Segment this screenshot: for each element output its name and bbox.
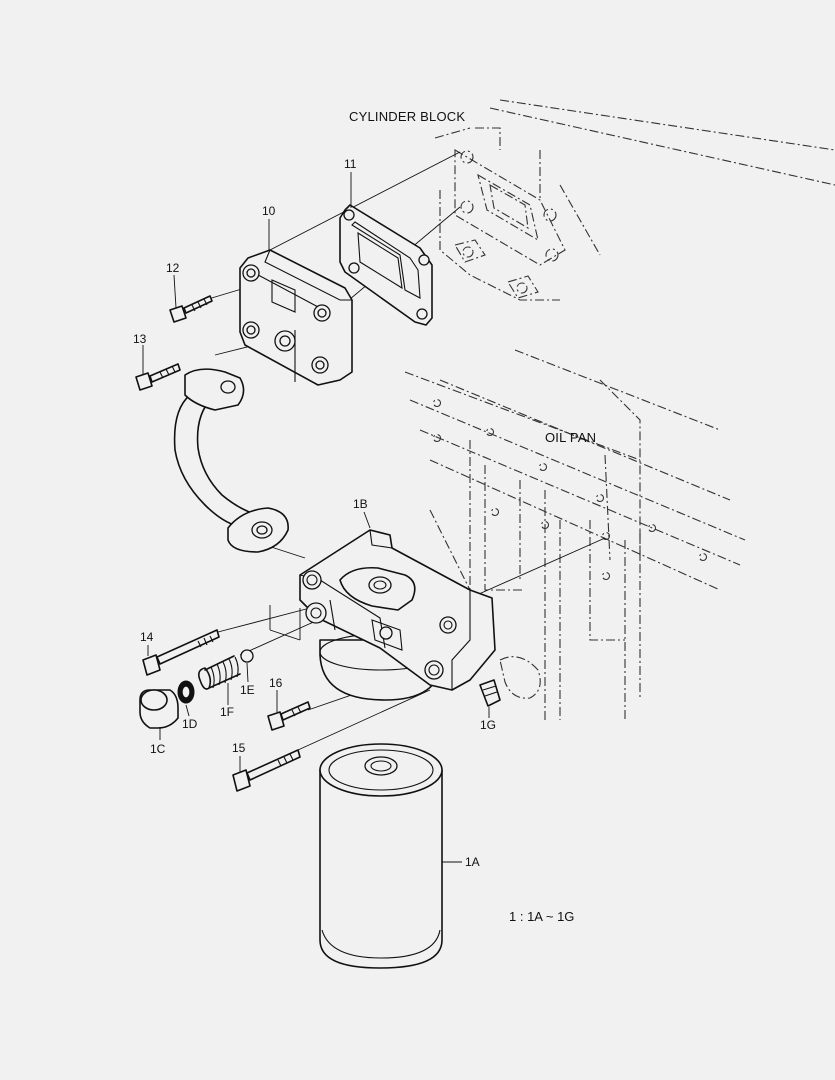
cylinder-block-label: CYLINDER BLOCK (349, 109, 465, 124)
bolt-part-12 (169, 295, 213, 323)
callout-10: 10 (262, 204, 276, 218)
callout-1F: 1F (220, 705, 234, 719)
cylinder-block-outline (434, 99, 835, 301)
filter-cartridge-part-1A (319, 743, 443, 969)
oil-pan-outline (404, 349, 746, 720)
callout-1C: 1C (150, 742, 166, 756)
callout-15: 15 (232, 741, 246, 755)
callout-1D: 1D (182, 717, 198, 731)
callout-12: 12 (166, 261, 180, 275)
callout-14: 14 (140, 630, 154, 644)
text-labels: CYLINDER BLOCK OIL PAN 1 : 1A ~ 1G 11 10… (133, 109, 596, 924)
bolt-part-16 (267, 701, 311, 731)
washer-part-1D (177, 680, 195, 704)
bolt-part-15 (232, 749, 301, 792)
assembly-note: 1 : 1A ~ 1G (509, 909, 574, 924)
callout-1E: 1E (240, 683, 255, 697)
callout-leaders (142, 172, 490, 863)
callout-1G: 1G (480, 718, 496, 732)
oil-pipe (173, 368, 289, 553)
ball-part-1E (240, 649, 254, 663)
spring-part-1F (198, 655, 241, 690)
callout-1B: 1B (353, 497, 368, 511)
callout-16: 16 (269, 676, 283, 690)
adapter-block-part-10 (239, 249, 353, 386)
gasket-part-11 (339, 204, 433, 326)
plug-part-1G (479, 679, 501, 707)
bolt-part-14 (142, 629, 220, 676)
callout-13: 13 (133, 332, 147, 346)
filter-head-part-1B (299, 529, 496, 701)
callout-11: 11 (344, 157, 357, 171)
bolt-part-13 (135, 363, 181, 391)
plug-part-1C (139, 689, 179, 729)
oil-pan-label: OIL PAN (545, 430, 596, 445)
callout-1A: 1A (465, 855, 480, 869)
